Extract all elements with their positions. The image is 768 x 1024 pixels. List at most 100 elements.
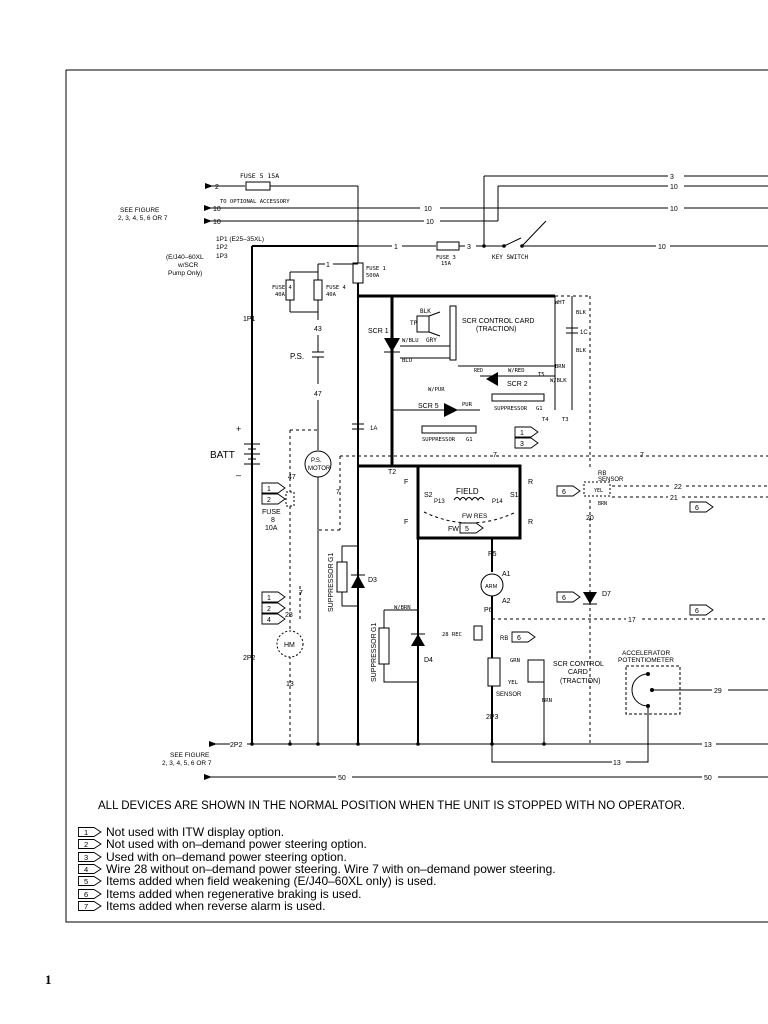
note-tag-icon: 7: [78, 900, 102, 911]
wire-17-label: 17: [628, 617, 636, 624]
note-text: Items added when reverse alarm is used.: [106, 898, 326, 913]
fuse4b-label: FUSE 4: [326, 285, 347, 291]
rb-label: RB: [500, 636, 508, 642]
p5-label: P5: [488, 551, 497, 558]
wire-13-label-b: 13: [613, 760, 621, 767]
p6-label: P6: [484, 607, 493, 614]
t4-label: T4: [542, 417, 549, 423]
note-item: 2 Not used with on–demand power steering…: [78, 838, 678, 850]
wire-13-label-c: 13: [704, 742, 712, 749]
1a-label: 1A: [370, 426, 377, 432]
wire-blk-1: BLK: [420, 308, 431, 315]
field-p14: P14: [492, 499, 503, 505]
armature-label: ARM: [485, 584, 498, 590]
note-tag-icon: 3: [78, 851, 102, 862]
scr-card-2-line3: (TRACTION): [560, 678, 600, 685]
wire-29-label: 29: [714, 688, 722, 695]
to-optional-label: TO OPTIONAL ACCESSORY: [220, 199, 290, 205]
scr5-label: SCR 5: [418, 403, 439, 410]
scr-card-2-line2: CARD: [568, 669, 588, 676]
accel-label-1: ACCELERATOR: [622, 650, 670, 657]
a2-label: A2: [502, 598, 511, 605]
suppressor-scr2: SUPPRESSOR: [494, 406, 528, 412]
wire-28-label: 28: [285, 612, 293, 619]
tag-1c: 1: [520, 430, 524, 437]
tag-3: 3: [520, 441, 524, 448]
see-figure-top-2: 2, 3, 4, 5, 6 OR 7: [118, 215, 168, 222]
field-label: FIELD: [456, 487, 479, 496]
tag-6c: 6: [562, 595, 566, 602]
suppressor-scr2-g1: G1: [536, 406, 543, 412]
wire-10-label-b: 10: [424, 206, 432, 213]
fuse1-rating: 500A: [366, 273, 380, 279]
note-item: 3 Used with on–demand power steering opt…: [78, 851, 678, 863]
tag-6a: 6: [562, 489, 566, 496]
svg-text:1: 1: [84, 828, 88, 837]
diagram-frame: [65, 69, 768, 923]
rb-sensor-label-1: RB: [598, 471, 606, 477]
note-tag-icon: 4: [78, 864, 102, 874]
svg-text:3: 3: [84, 853, 88, 862]
wscr-label: w/SCR: [177, 262, 199, 269]
battery-label: BATT: [210, 450, 235, 461]
scr2-label: SCR 2: [507, 381, 528, 388]
note-text: Used with on–demand power steering optio…: [106, 849, 347, 864]
note-tag-icon: 6: [78, 888, 102, 899]
fuse4a-rating: 40A: [275, 292, 286, 298]
wire-10-label-e: 10: [426, 219, 434, 226]
rec28-label: 28 REC: [442, 632, 462, 638]
battery-plus: +: [236, 424, 241, 434]
wire-7-label-d: 7: [299, 590, 303, 597]
ps-switch-label: P.S.: [290, 352, 304, 361]
wire-47-label-a: 47: [314, 391, 322, 398]
tag-2b: 2: [267, 606, 271, 613]
note-tag-icon: 2: [78, 839, 102, 849]
wire-blu: BLU: [402, 358, 412, 364]
wire-7-label-a: 7: [336, 489, 340, 496]
t3-label: T3: [562, 417, 569, 423]
wire-blk-2: BLK: [576, 310, 587, 316]
scr1-label: SCR 1: [368, 328, 389, 335]
t2-label: T2: [388, 469, 396, 476]
wire-wred: W/RED: [508, 368, 525, 374]
field-r-bottom: R: [528, 519, 533, 526]
suppressor-2-label: SUPPRESSOR: [371, 633, 378, 682]
wire-10-label-g: 10: [658, 244, 666, 251]
wire-red: RED: [474, 368, 483, 374]
tp-label: TP: [410, 320, 418, 327]
sensor-label: SENSOR: [496, 692, 522, 698]
d7-label: D7: [602, 591, 611, 598]
a1-label: A1: [502, 571, 511, 578]
2p2-side-label: 2P2: [243, 655, 256, 662]
notes-list: 1 Not used with ITW display option. 2 No…: [78, 826, 678, 912]
suppressor-scr5-g1: G1: [466, 437, 473, 443]
wire-13-label-a: 13: [286, 681, 294, 688]
accel-label-2: POTENTIOMETER: [618, 657, 674, 664]
battery-minus: –: [236, 470, 241, 480]
wire-3-label-mid: 3: [467, 244, 471, 251]
wire-22-label: 22: [674, 484, 682, 491]
wire-wblu: W/BLU: [402, 338, 419, 344]
tag-1a: 1: [267, 486, 271, 493]
wire-7-label-b: 7: [493, 452, 497, 459]
suppressor-scr5: SUPPRESSOR: [422, 437, 456, 443]
wire-wbrn: W/BRN: [394, 605, 411, 611]
svg-text:4: 4: [84, 865, 88, 874]
1c-label: 1C: [580, 330, 588, 336]
note-text: Wire 28 without on–demand power steering…: [106, 862, 556, 877]
tag-6b: 6: [695, 505, 699, 512]
note-item: 1 Not used with ITW display option.: [78, 826, 678, 838]
fuse4a-label: FUSE 4: [272, 285, 293, 291]
note-text: Items added when regenerative braking is…: [106, 886, 362, 901]
1p1-label: 1P1 (E25–35XL): [216, 236, 264, 243]
wire-10-label-a: 10: [213, 206, 221, 213]
wire-20-label: 20: [586, 515, 594, 522]
note-item: 4 Wire 28 without on–demand power steeri…: [78, 863, 678, 875]
note-tag-icon: 5: [78, 876, 102, 886]
fuse1-label: FUSE 1: [366, 266, 386, 272]
note-item: 7 Items added when reverse alarm is used…: [78, 900, 678, 912]
tag-6d: 6: [695, 608, 699, 615]
wire-brn-1: BRN: [555, 364, 565, 370]
d3-label: D3: [368, 577, 377, 584]
